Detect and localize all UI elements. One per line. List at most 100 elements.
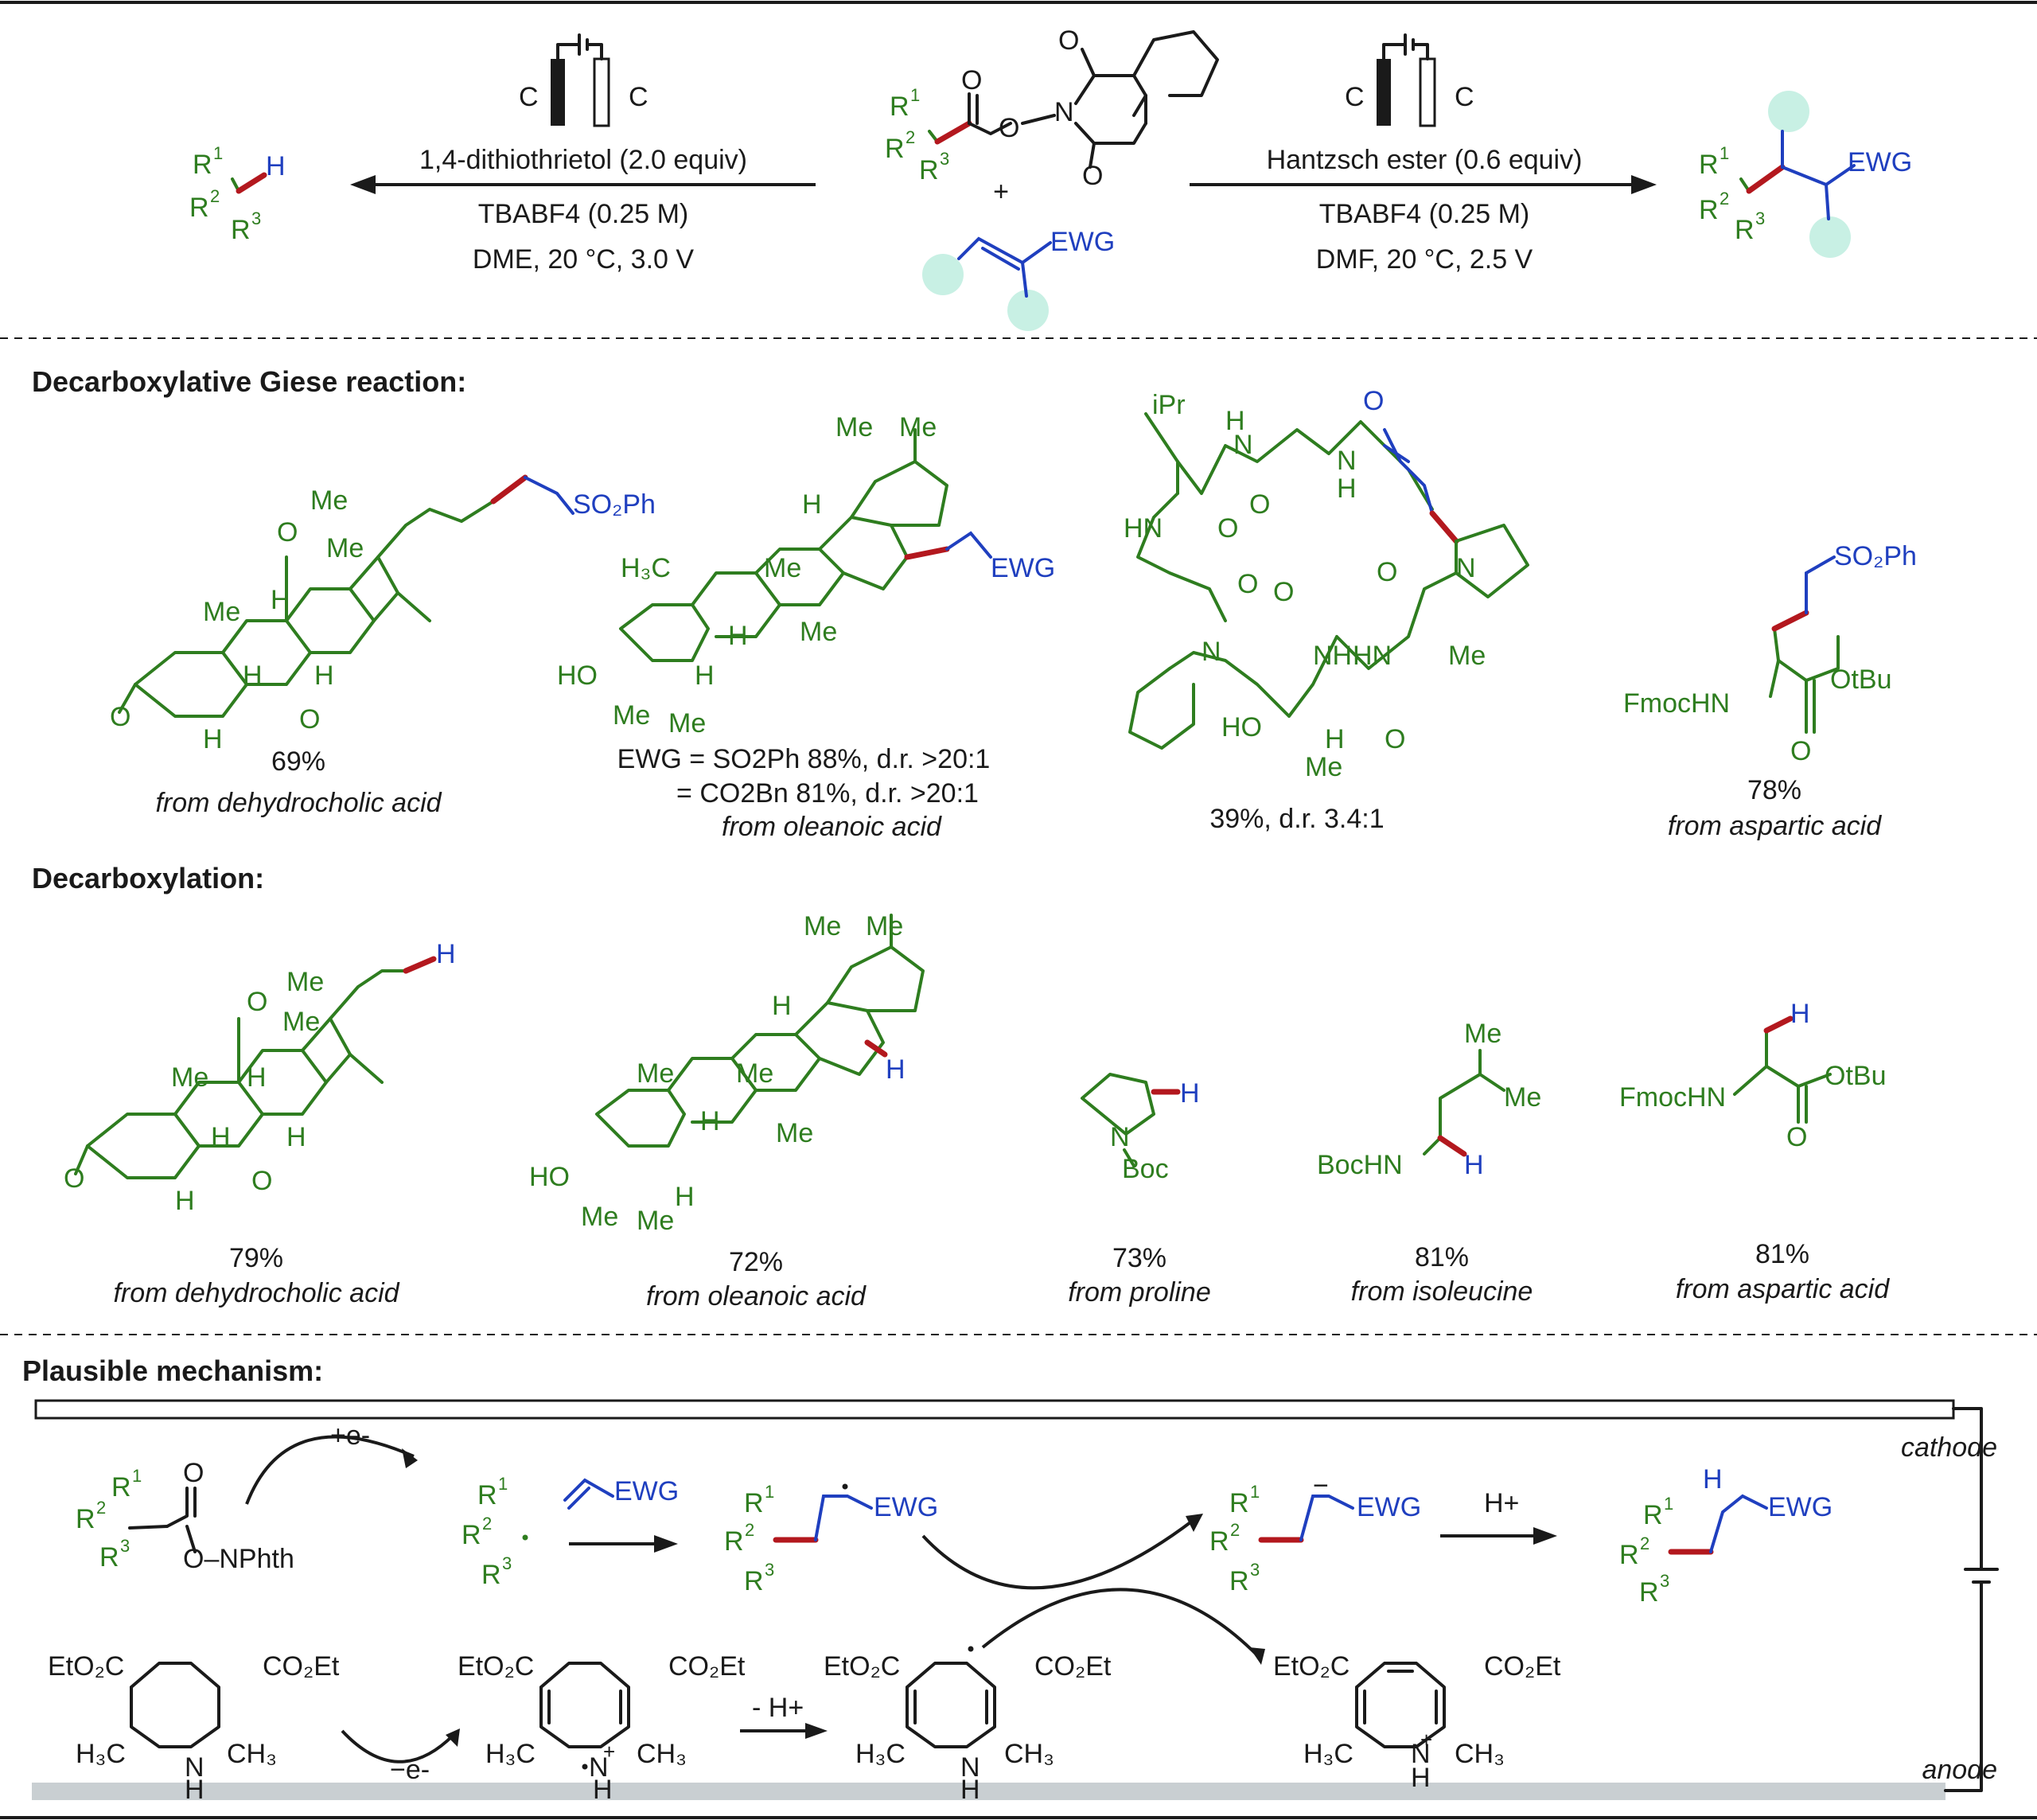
svg-text:R: R: [1735, 215, 1755, 245]
svg-text:N: N: [960, 1752, 980, 1783]
decarb-yield-4: 81%: [1415, 1242, 1469, 1272]
svg-text:EtO₂C: EtO₂C: [824, 1651, 900, 1682]
svg-text:CO₂Et: CO₂Et: [263, 1651, 340, 1682]
svg-text:Me: Me: [800, 617, 837, 647]
anode-label: anode: [1922, 1755, 1997, 1785]
right-solvent-conditions: DMF, 20 °C, 2.5 V: [1316, 244, 1533, 275]
svg-text:FmocHN: FmocHN: [1623, 688, 1730, 719]
right-reagent: Hantzsch ester (0.6 equiv): [1267, 145, 1583, 175]
svg-text:H: H: [593, 1775, 613, 1805]
svg-text:Me: Me: [736, 1058, 773, 1089]
decarb-oleanane-structure: Me Me H Me Me Me H HO Me Me H H: [529, 911, 925, 1236]
svg-text:H: H: [802, 489, 822, 520]
svg-text:R: R: [231, 215, 251, 245]
svg-text:Me: Me: [866, 911, 903, 941]
protonation-arrowhead: [1533, 1527, 1557, 1545]
left-arrowhead: [350, 175, 376, 194]
svg-text:Me: Me: [835, 412, 873, 442]
svg-text:Me: Me: [613, 700, 650, 731]
decarb-steroid-structure: O O O Me Me Me H H H H H: [64, 939, 456, 1216]
svg-text:SO₂Ph: SO₂Ph: [1834, 541, 1917, 571]
svg-text:R: R: [1699, 195, 1719, 225]
svg-text:2: 2: [1230, 1520, 1240, 1540]
decarb-proline-structure: H N Boc: [1081, 1073, 1200, 1184]
svg-text:O: O: [299, 704, 320, 735]
svg-text:iPr: iPr: [1152, 390, 1186, 420]
svg-text:H: H: [286, 1122, 306, 1152]
svg-text:EtO₂C: EtO₂C: [48, 1651, 124, 1682]
mech-carbanion-ewg: EWG: [1357, 1492, 1421, 1522]
svg-text:Me: Me: [764, 553, 801, 583]
svg-text:+: +: [1420, 1728, 1432, 1752]
svg-text:3: 3: [1660, 1571, 1669, 1591]
svg-text:N: N: [185, 1752, 204, 1783]
left-solvent-conditions: DME, 20 °C, 3.0 V: [473, 244, 694, 275]
svg-text:1: 1: [132, 1466, 142, 1486]
svg-text:R: R: [1229, 1566, 1249, 1596]
svg-text:O: O: [1385, 724, 1405, 754]
giese-section-heading: Decarboxylative Giese reaction:: [32, 365, 466, 398]
svg-text:CH₃: CH₃: [637, 1739, 687, 1769]
svg-text:CO₂Et: CO₂Et: [1484, 1651, 1561, 1682]
svg-text:H₃C: H₃C: [1303, 1739, 1353, 1769]
svg-text:H: H: [960, 1775, 980, 1805]
circuit-wire-bottom: [1944, 1580, 1983, 1792]
svg-text:1: 1: [765, 1482, 774, 1502]
svg-text:O: O: [110, 702, 130, 732]
oxidation-label: −e-: [390, 1755, 430, 1785]
left-electrolyte: TBABF4 (0.25 M): [478, 199, 689, 229]
svg-text:H: H: [436, 939, 456, 969]
svg-text:H: H: [675, 1182, 695, 1212]
right-electrolysis-cell-icon: [1377, 33, 1436, 127]
svg-text:H: H: [772, 991, 792, 1021]
svg-text:H: H: [266, 151, 286, 181]
svg-text:O: O: [1082, 161, 1103, 191]
protonation-label: H+: [1484, 1488, 1519, 1518]
svg-text:Me: Me: [282, 1007, 320, 1037]
svg-text:H: H: [695, 661, 715, 691]
svg-text:−: −: [1313, 1471, 1329, 1501]
svg-text:3: 3: [502, 1553, 512, 1573]
svg-text:N: N: [1411, 1739, 1431, 1769]
decarb-aspartic-structure: H FmocHN O OtBu: [1619, 999, 1886, 1152]
svg-text:O: O: [1217, 513, 1238, 544]
giese-cyclic-peptide-structure: iPr H N O N H O HN O N O O O N NH HN Me …: [1124, 386, 1529, 782]
svg-text:N: N: [1233, 430, 1253, 460]
oxidation-crossing-arrow: [981, 1588, 1259, 1657]
svg-text:H: H: [247, 1062, 267, 1093]
svg-text:O: O: [1249, 489, 1270, 520]
svg-text:1: 1: [910, 85, 920, 105]
svg-text:H: H: [314, 661, 334, 691]
svg-text:CH₃: CH₃: [227, 1739, 277, 1769]
mech-final-ewg: EWG: [1768, 1492, 1833, 1522]
giese-aspartic-structure: FmocHN O OtBu SO₂Ph: [1623, 541, 1917, 766]
svg-text:3: 3: [940, 149, 949, 169]
right-electrolyte: TBABF4 (0.25 M): [1319, 199, 1530, 229]
svg-text:H: H: [1325, 724, 1345, 754]
svg-text:OtBu: OtBu: [1825, 1061, 1886, 1091]
decarboxylation-section-heading: Decarboxylation:: [32, 862, 264, 894]
svg-text:R: R: [1619, 1540, 1639, 1570]
svg-text:R: R: [919, 155, 939, 185]
svg-text:2: 2: [210, 186, 220, 206]
svg-text:R: R: [744, 1488, 764, 1518]
giese-steroid-structure: O O O Me Me Me H H H H SO₂Ph: [110, 474, 656, 754]
svg-text:2: 2: [96, 1498, 106, 1518]
svg-text:H: H: [1464, 1150, 1484, 1180]
svg-text:3: 3: [765, 1560, 774, 1580]
radical-addition-arrowhead: [654, 1535, 678, 1553]
svg-text:Me: Me: [1464, 1019, 1501, 1049]
reduction-curved-arrow: [245, 1435, 415, 1505]
reduction-label: +e-: [330, 1421, 370, 1451]
svg-text:3: 3: [1755, 209, 1765, 228]
plus-sign: +: [993, 177, 1009, 207]
mech-acceptor: EWG: [563, 1476, 679, 1510]
oxidation-crossing-arrowhead: [1249, 1647, 1265, 1665]
svg-text:OtBu: OtBu: [1830, 664, 1891, 695]
mechanism-section-heading: Plausible mechanism:: [22, 1354, 323, 1387]
decarb-isoleucine-structure: Me Me BocHN H: [1317, 1019, 1541, 1180]
svg-text:SO₂Ph: SO₂Ph: [573, 489, 656, 520]
oxidation-arrowhead: [446, 1728, 460, 1747]
svg-text:N: N: [1054, 97, 1074, 127]
